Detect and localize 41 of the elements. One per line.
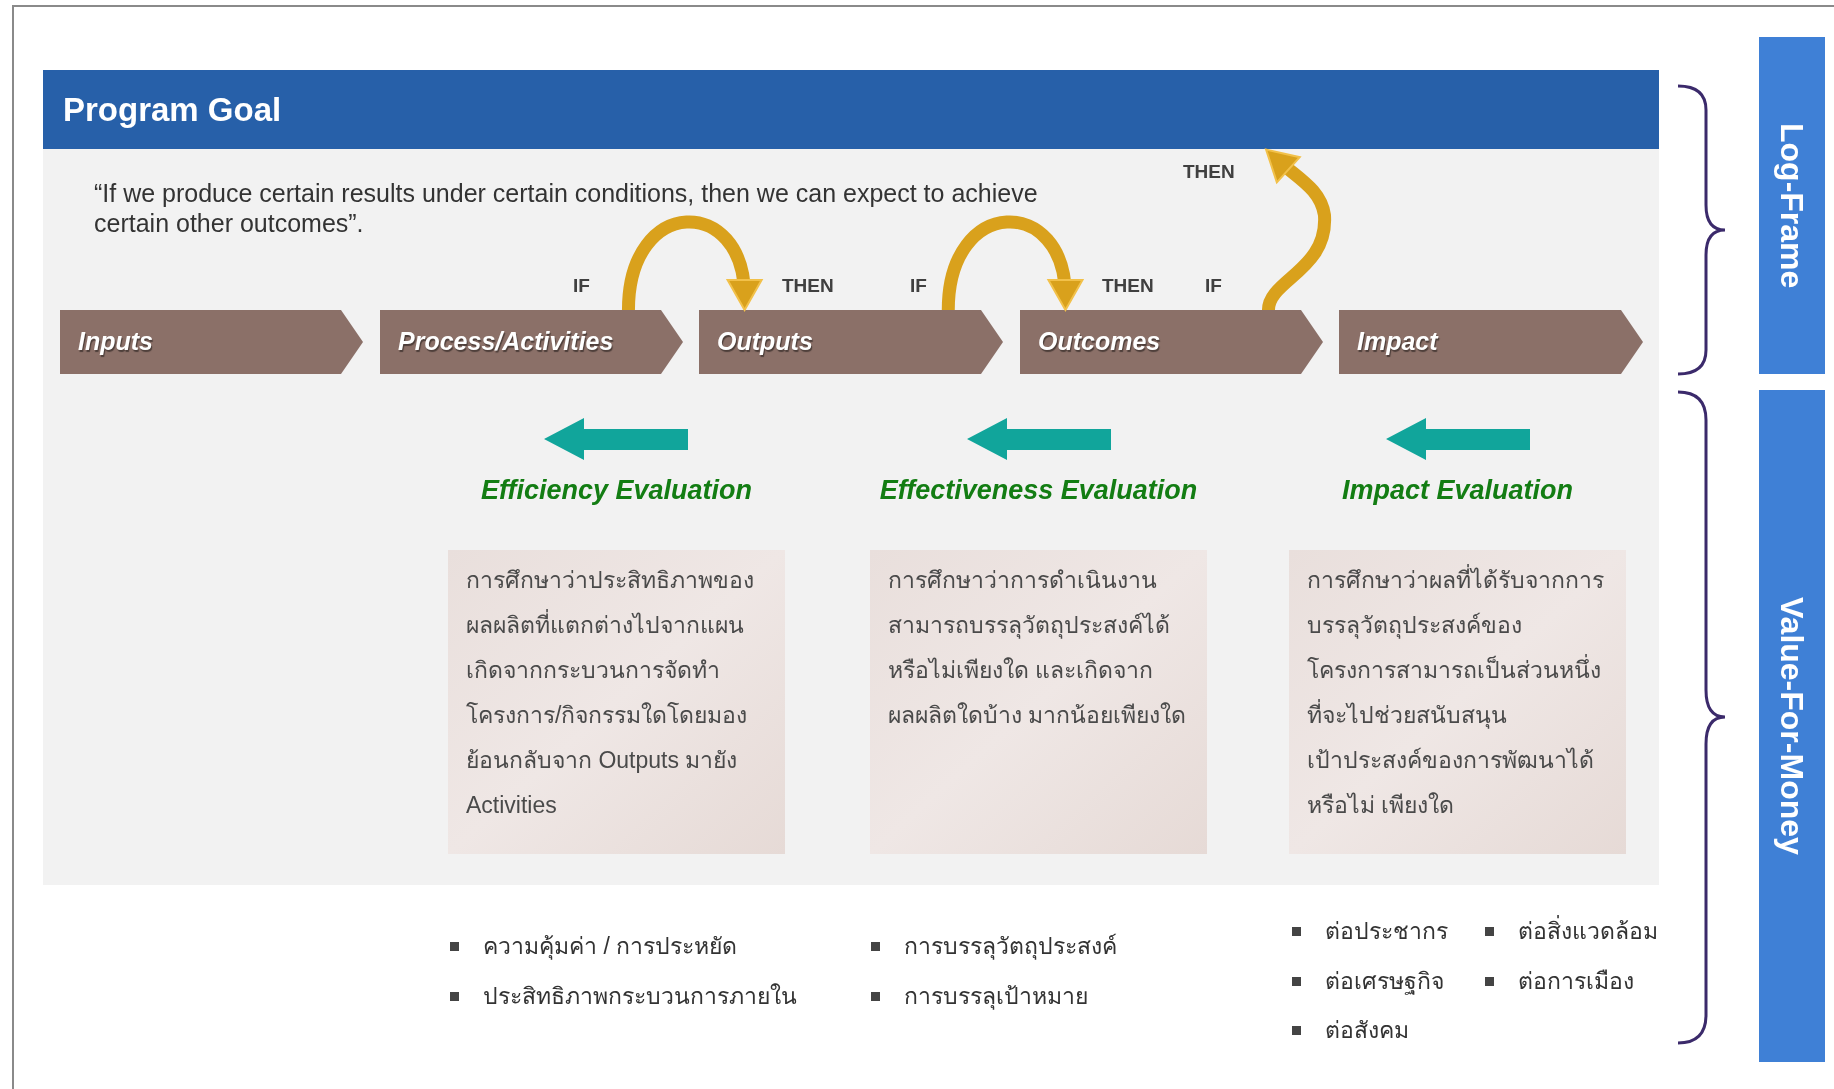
condition-label: IF bbox=[1205, 274, 1222, 298]
program-goal-banner bbox=[43, 70, 1659, 149]
stage-banner bbox=[1020, 310, 1323, 374]
bullet-text: การบรรลุวัตถุประสงค์ bbox=[904, 932, 1117, 962]
description-text: การศึกษาว่าผลที่ได้รับจากการบรรลุวัตถุประสงค์ของโครงการสามารถเป็นส่วนหนึ่งที่จะไปช่วยสนับสนุนเป้าประสงค์ของการพัฒนาได้หรือไม่ เพียงใด bbox=[1307, 558, 1608, 828]
curved-arrow bbox=[941, 215, 1082, 311]
bullet-text: ต่อเศรษฐกิจ bbox=[1325, 967, 1444, 997]
stage-label: Outcomes bbox=[1038, 326, 1161, 358]
curved-arrow bbox=[622, 215, 761, 311]
bullet-text: การบรรลุเป้าหมาย bbox=[904, 982, 1088, 1012]
stage-label: Inputs bbox=[78, 326, 153, 358]
description-text: การศึกษาว่าการดำเนินงานสามารถบรรลุวัตถุประสงค์ได้หรือไม่เพียงใด และเกิดจากผลผลิตใดบ้าง มากน้อยเพียงใด bbox=[888, 566, 1188, 730]
evaluation-title: Effectiveness Evaluation bbox=[879, 474, 1198, 507]
stage-banner bbox=[380, 310, 683, 374]
condition-label: THEN bbox=[1183, 160, 1235, 184]
condition-label: THEN bbox=[782, 274, 834, 298]
bullet-text: ต่อสิ่งแวดล้อม bbox=[1518, 915, 1658, 947]
bullet-text: ต่อประชากร bbox=[1325, 917, 1448, 946]
stage-banner bbox=[699, 310, 1003, 374]
side-bar bbox=[1759, 390, 1825, 1062]
stage-banner bbox=[60, 310, 363, 374]
description-text: การศึกษาว่าประสิทธิภาพของผลผลิตที่แตกต่างไปจากแผนเกิดจากกระบวนการจัดทำโครงการ/กิจกรรมใดโดยมองย้อนกลับจาก Outputs มายัง Activities bbox=[466, 566, 755, 820]
evaluation-title: Efficiency Evaluation bbox=[480, 474, 753, 507]
side-bar-title: Log-Frame bbox=[1773, 122, 1811, 289]
condition-label: IF bbox=[910, 274, 927, 298]
quote-text: “If we produce certain results under certain conditions, then we can expect to achieve certain other outcomes”. bbox=[94, 178, 1039, 238]
stage-label: Impact bbox=[1357, 326, 1438, 358]
bullet-text: ประสิทธิภาพกระบวนการภายใน bbox=[483, 982, 797, 1011]
banner-title: Program Goal bbox=[63, 89, 282, 130]
condition-label: IF bbox=[573, 274, 590, 298]
stage-label: Outputs bbox=[717, 326, 813, 358]
stage-label: Process/Activities bbox=[398, 326, 614, 358]
side-bar-title: Value-For-Money bbox=[1773, 597, 1811, 855]
evaluation-title: Impact Evaluation bbox=[1341, 474, 1574, 507]
side-bar bbox=[1759, 37, 1825, 374]
stage-banner bbox=[1339, 310, 1643, 374]
bullet-text: ต่อการเมือง bbox=[1518, 967, 1634, 996]
condition-label: THEN bbox=[1102, 274, 1154, 298]
bullet-text: ต่อสังคม bbox=[1325, 1016, 1409, 1045]
curved-arrow bbox=[1262, 148, 1331, 312]
bullet-text: ความคุ้มค่า / การประหยัด bbox=[483, 932, 738, 962]
